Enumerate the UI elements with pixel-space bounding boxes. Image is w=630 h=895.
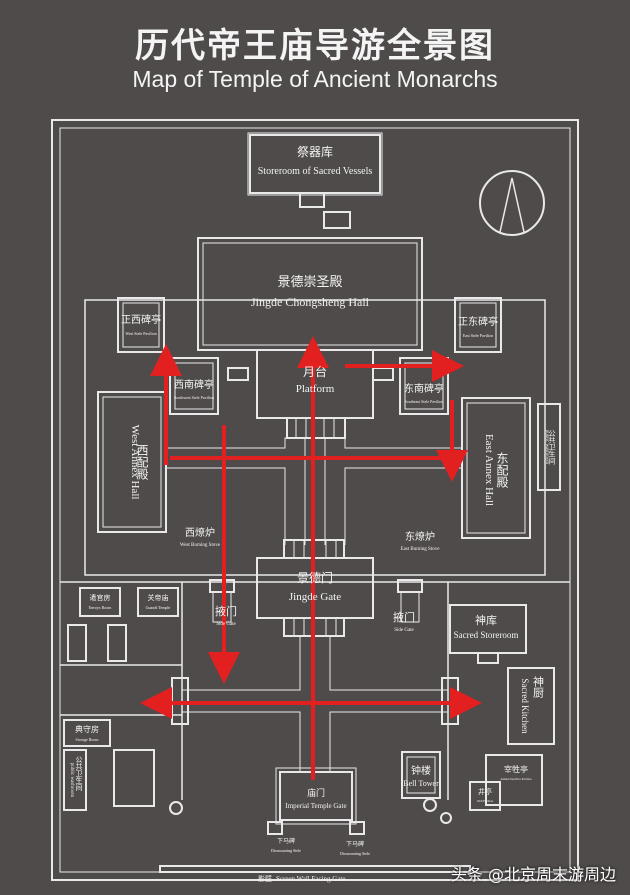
west-side-gate-en: Side Gate [216, 622, 236, 627]
imperial-gate-zh: 庙门 [307, 787, 325, 799]
nw-stele-building [117, 297, 165, 353]
storage-zh: 典守房 [75, 724, 99, 734]
sw-room2-zh: 关帝庙 [148, 593, 169, 602]
watermark: 头条 @北京周末游周边 [450, 865, 616, 884]
bell-tower-en: Bell Tower [403, 779, 439, 788]
inner-wall [59, 127, 571, 873]
storage-en: Storage Room [76, 737, 100, 742]
east-annex-zh: 东配殿 [495, 452, 509, 488]
east-side-gate-zh: 掖门 [393, 610, 415, 624]
toilet-zh: 公共卫生间 [548, 430, 556, 466]
toilet-w-building [63, 749, 87, 811]
toilet-building [537, 403, 561, 491]
west-annex-en: West Annex Hall [129, 425, 141, 500]
nw-stele-zh: 正西碑亭 [121, 313, 161, 326]
storeroom-vessels-building [249, 134, 381, 194]
courtyard-wall [84, 299, 546, 576]
west-stove-en: West Burning Stove [180, 543, 221, 548]
slaughter-zh: 宰牲亭 [504, 764, 528, 774]
compass [479, 170, 545, 236]
sacred-storeroom-building [449, 604, 527, 654]
sw-room1-zh: 遣官房 [90, 593, 111, 602]
sw-stele-en: Southwest Stele Pavilion [174, 395, 214, 400]
east-side-gate-en: Side Gate [394, 628, 414, 633]
west-stove-zh: 西燎炉 [185, 526, 215, 539]
map-title-en: Map of Temple of Ancient Monarchs [132, 66, 498, 92]
sw-stele-zh: 西南碑亭 [174, 378, 214, 391]
sw-stele-building [169, 357, 219, 415]
dismount-w-en: Dismounting Stele [271, 848, 301, 853]
imperial-gate-building [279, 771, 353, 821]
west-side-gate-zh: 掖门 [215, 604, 237, 618]
well-en: Well Pavilion [477, 799, 494, 803]
dismount-w-building [267, 821, 283, 835]
storeroom-vessels-en: Storeroom of Sacred Vessels [258, 166, 373, 177]
bell-tower-zh: 钟楼 [411, 764, 431, 777]
map-title-zh: 历代帝王庙导游全景图 [135, 26, 495, 66]
west-annex-zh: 西配殿 [135, 444, 149, 480]
east-stove-zh: 东燎炉 [405, 530, 435, 543]
slaughter-en: Animal Sacrifice Pavilion [500, 777, 532, 781]
outer-wall [51, 119, 579, 881]
storeroom-vessels-zh: 祭器库 [297, 144, 333, 159]
jingde-gate-zh: 景德门 [297, 570, 333, 585]
main-hall-en: Jingde Chongsheng Hall [251, 295, 370, 309]
dismount-w-zh: 下马碑 [277, 837, 295, 845]
ne-stele-building [454, 297, 502, 353]
screen-wall-zh: 影壁 [258, 874, 272, 883]
sacred-kitchen-building [507, 667, 555, 745]
storage-building [63, 719, 111, 747]
main-hall-building [197, 237, 423, 351]
ne-stele-zh: 正东碑亭 [458, 315, 498, 328]
dismount-e-en: Dismounting Stele [340, 851, 370, 856]
se-stele-building [399, 357, 449, 415]
bell-tower-building [401, 751, 441, 799]
platform-en: Platform [296, 383, 335, 395]
toilet-w-en: public washroom [69, 763, 74, 798]
screen-wall-en: Screen Wall Facing Gate [276, 875, 345, 883]
main-hall-zh: 景德崇圣殿 [277, 275, 342, 290]
sacred-kitchen-zh: 神厨 [532, 675, 545, 698]
well-building [469, 781, 501, 811]
sacred-storeroom-zh: 神库 [475, 613, 497, 627]
dismount-e-zh: 下马碑 [346, 840, 364, 848]
sw-room2-building [137, 587, 179, 617]
platform-zh: 月台 [303, 364, 327, 379]
well-zh: 井亭 [478, 787, 492, 796]
east-annex-en: East Annex Hall [483, 434, 495, 506]
ne-stele-en: East Stele Pavilion [463, 333, 493, 338]
toilet-en: public washroom [544, 430, 549, 465]
sw-room2-en: Guandi Temple [146, 605, 171, 610]
se-stele-en: Southeast Stele Pavilion [405, 399, 444, 404]
sacred-kitchen-en: Sacred Kitchen [520, 678, 530, 734]
dismount-e-building [349, 821, 365, 835]
sacred-storeroom-en: Sacred Storeroom [454, 630, 519, 640]
se-stele-zh: 东南碑亭 [404, 382, 444, 395]
toilet-w-zh: 公共卫生间 [75, 756, 83, 792]
nw-stele-en: West Stele Pavilion [125, 331, 156, 336]
screen-wall-building [159, 865, 471, 873]
slaughter-building [485, 754, 543, 806]
imperial-gate-en: Imperial Temple Gate [285, 802, 346, 810]
east-stove-en: East Burning Stove [401, 547, 441, 552]
sw-room1-en: Envoys Room [89, 605, 113, 610]
sw-room1-building [79, 587, 121, 617]
jingde-gate-en: Jingde Gate [289, 591, 341, 603]
